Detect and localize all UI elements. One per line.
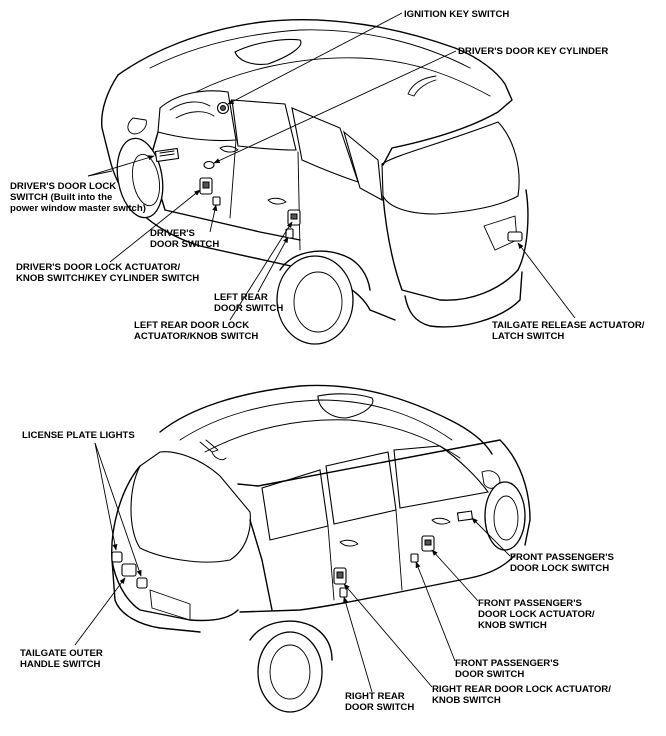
drivers-door-switch-part [212,196,221,206]
label-drivers-actuator-line1: DRIVER'S DOOR LOCK ACTUATOR/ [16,262,180,273]
callout-labels: IGNITION KEY SWITCH DRIVER'S DOOR KEY CY… [10,9,645,713]
right-rear-door-lock-actuator-part [333,567,347,585]
leader-lines [74,12,576,693]
front-passenger-door-lock-actuator-part [421,535,435,552]
vehicle-top-view [101,19,529,345]
front-passenger-door-lock-switch-part [456,510,474,522]
left-rear-door-lock-actuator-part [287,209,301,226]
label-front-pass-actuator-line3: KNOB SWTICH [478,620,547,631]
label-front-pass-door-switch-line2: DOOR SWITCH [455,669,524,680]
label-front-pass-actuator-line1: FRONT PASSENGER'S [478,598,583,609]
label-right-rear-door-switch-line1: RIGHT REAR [345,691,405,702]
tailgate-outer-handle-switch-part [121,563,137,577]
label-right-rear-door-switch-line2: DOOR SWITCH [345,702,414,713]
label-front-pass-lock-switch-line1: FRONT PASSENGER'S [510,552,615,563]
label-drivers-door-lock-switch-line3: power window master switch) [10,203,146,214]
label-front-pass-actuator-line2: DOOR LOCK ACTUATOR/ [478,609,595,620]
label-left-rear-actuator-line1: LEFT REAR DOOR LOCK [134,320,249,331]
front-passenger-door-switch-part [410,553,419,563]
license-plate-light-right-part [136,577,148,589]
label-drivers-door-lock-switch-line2: SWITCH (Built into the [10,192,112,203]
label-tailgate-outer-line1: TAILGATE OUTER [20,648,103,659]
right-rear-door-switch-part [339,587,348,598]
components-bottom [111,510,474,598]
drivers-door-lock-switch-part [154,147,180,163]
label-tailgate-outer-line2: HANDLE SWITCH [20,659,101,670]
label-drivers-door-key-cylinder: DRIVER'S DOOR KEY CYLINDER [458,46,608,57]
label-tailgate-release-line1: TAILGATE RELEASE ACTUATOR/ [492,320,645,331]
left-rear-door-switch-part [285,228,294,239]
label-drivers-door-switch-line1: DRIVER'S [150,228,196,239]
label-drivers-door-lock-switch-line1: DRIVER'S DOOR LOCK [10,181,116,192]
tailgate-release-actuator-part [507,231,523,242]
label-left-rear-door-switch-line2: DOOR SWITCH [214,303,283,314]
label-tailgate-release-line2: LATCH SWITCH [492,331,564,342]
label-license-plate-lights: LICENSE PLATE LIGHTS [22,430,135,441]
label-right-rear-actuator-line2: KNOB SWITCH [432,695,501,706]
ignition-key-switch-part [216,101,230,115]
label-front-pass-door-switch-line1: FRONT PASSENGER'S [455,658,560,669]
label-ignition-key-switch: IGNITION KEY SWITCH [404,9,509,20]
drivers-door-key-cylinder-part [203,160,215,170]
drivers-door-lock-actuator-part [199,177,213,195]
label-right-rear-actuator-line1: RIGHT REAR DOOR LOCK ACTUATOR/ [432,684,611,695]
label-front-pass-lock-switch-line2: DOOR LOCK SWITCH [510,563,609,574]
vehicle-bottom-view [111,384,531,713]
license-plate-light-left-part [111,551,123,563]
components-top [154,101,523,242]
label-left-rear-door-switch-line1: LEFT REAR [214,292,268,303]
label-drivers-door-switch-line2: DOOR SWITCH [150,239,219,250]
label-left-rear-actuator-line2: ACTUATOR/KNOB SWITCH [134,331,258,342]
label-drivers-actuator-line2: KNOB SWITCH/KEY CYLINDER SWITCH [16,273,199,284]
